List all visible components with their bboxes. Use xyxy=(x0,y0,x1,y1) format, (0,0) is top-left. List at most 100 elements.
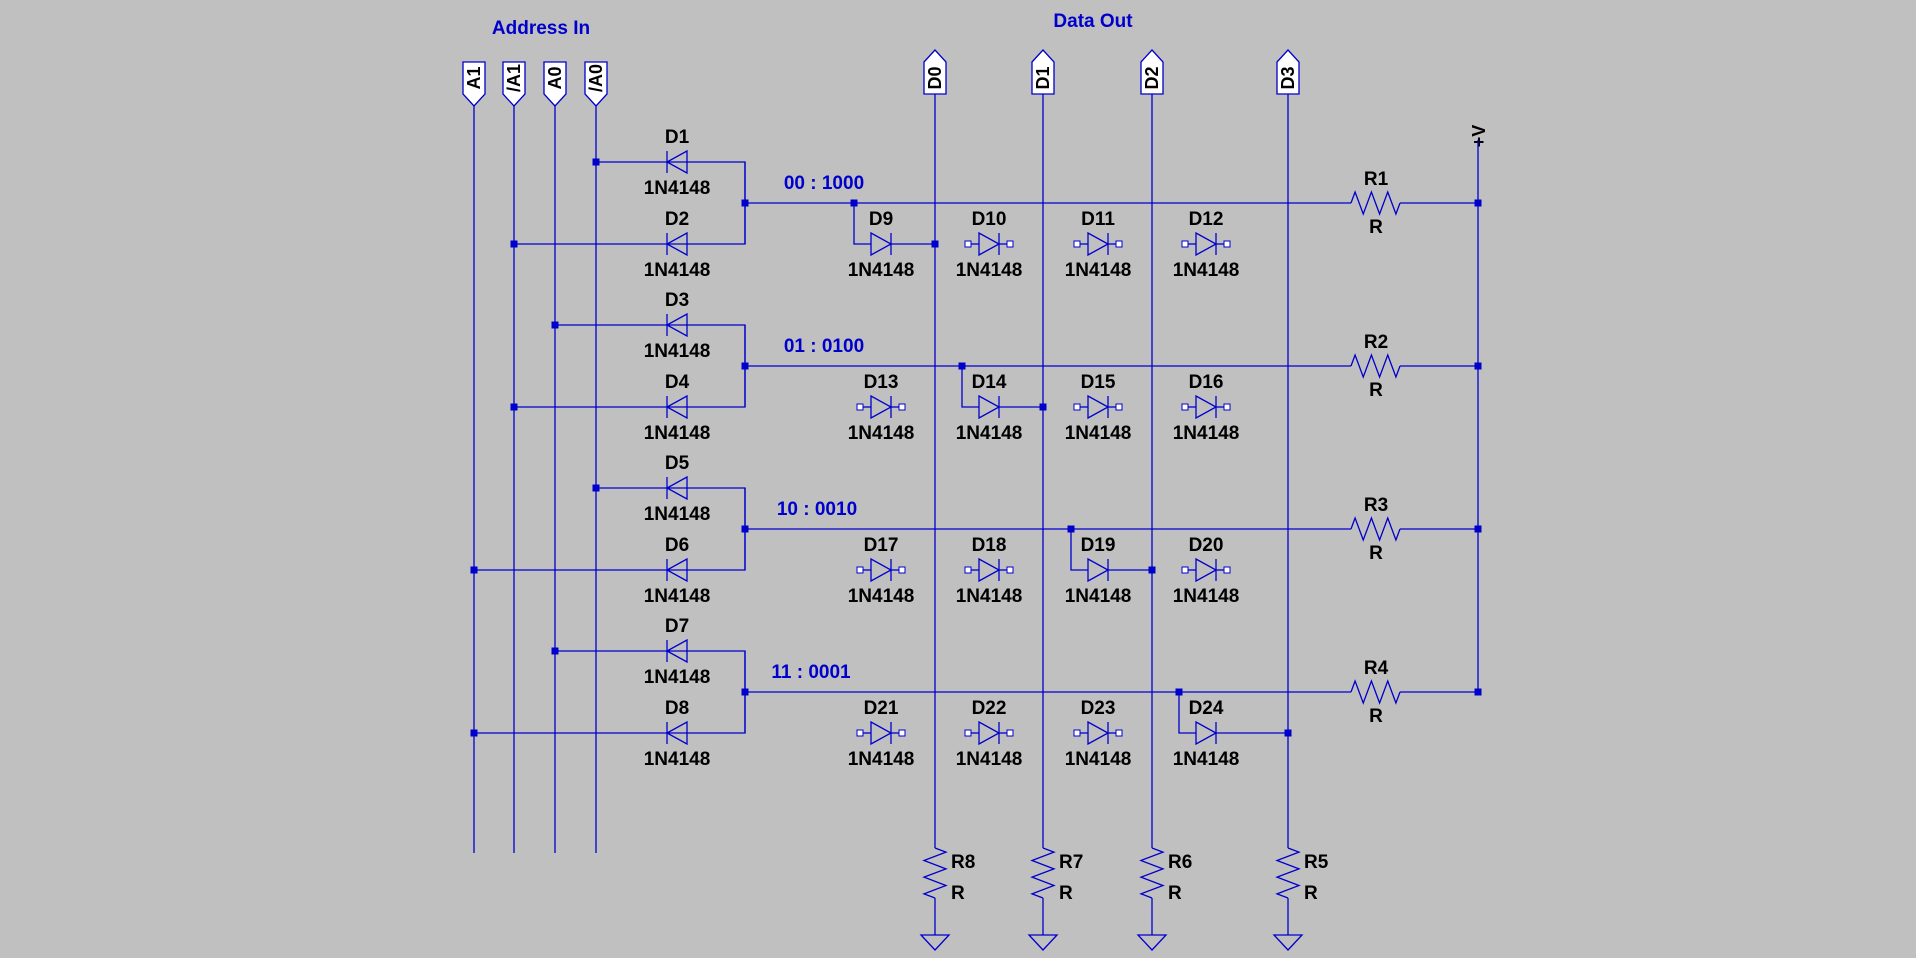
diode-designator: D2 xyxy=(665,209,689,230)
resistor-zigzag xyxy=(1275,847,1301,899)
junction-dot xyxy=(850,199,858,207)
ground-icon xyxy=(919,934,951,951)
open-pin xyxy=(1115,403,1123,411)
wire xyxy=(514,203,746,245)
open-pin xyxy=(1006,729,1014,737)
pulldown-2: R6R xyxy=(1136,847,1192,951)
address-port-1: /A1 xyxy=(502,61,526,107)
pulldown-0: R8R xyxy=(919,847,975,951)
wire xyxy=(474,529,746,571)
port-flag xyxy=(1276,49,1300,95)
resistor-value: R xyxy=(1369,217,1383,238)
resistor-value: R xyxy=(1369,706,1383,727)
diode-value: 1N4148 xyxy=(848,423,915,444)
open-pin xyxy=(856,729,864,737)
diode-symbol xyxy=(665,557,688,583)
resistor-zigzag xyxy=(1350,679,1401,705)
resistor-zigzag xyxy=(1350,353,1401,379)
data-port-label: D3 xyxy=(1278,66,1298,89)
resistor-zigzag xyxy=(922,847,948,899)
diode-value: 1N4148 xyxy=(848,749,915,770)
row-net-label: 01 : 0100 xyxy=(784,336,864,357)
junction-dot xyxy=(470,566,478,574)
row-net-label: 10 : 0010 xyxy=(777,499,857,520)
open-pin xyxy=(1223,566,1231,574)
diode-designator: D17 xyxy=(864,535,899,556)
junction-dot xyxy=(1039,403,1047,411)
open-pin xyxy=(1181,566,1189,574)
diode-value: 1N4148 xyxy=(644,667,711,688)
resistor-value: R xyxy=(1369,543,1383,564)
open-pin xyxy=(1073,403,1081,411)
open-pin xyxy=(898,729,906,737)
diode-symbol xyxy=(1195,557,1218,583)
resistor-value: R xyxy=(1059,883,1073,904)
diode-symbol xyxy=(665,720,688,746)
diode-symbol xyxy=(1087,231,1110,257)
diode-symbol xyxy=(870,394,893,420)
diode-value: 1N4148 xyxy=(848,586,915,607)
junction-dot xyxy=(510,403,518,411)
diode-symbol xyxy=(665,394,688,420)
diode-designator: D11 xyxy=(1081,209,1115,230)
diode-designator: D8 xyxy=(665,698,689,719)
port-flag xyxy=(584,61,608,107)
row-net-label: 00 : 1000 xyxy=(784,173,864,194)
diode-symbol xyxy=(665,638,688,664)
diode-symbol xyxy=(870,720,893,746)
diode-value: 1N4148 xyxy=(644,341,711,362)
junction-dot xyxy=(1148,566,1156,574)
junction-dot xyxy=(1474,525,1482,533)
resistor-designator: R8 xyxy=(951,852,975,873)
port-flag xyxy=(1140,49,1164,95)
diode-symbol xyxy=(1087,394,1110,420)
diode-designator: D9 xyxy=(869,209,893,230)
resistor-zigzag xyxy=(1030,847,1056,899)
data-port-label: D0 xyxy=(925,66,945,89)
open-pin xyxy=(898,566,906,574)
wires xyxy=(473,94,1479,853)
address-port-label: A1 xyxy=(464,66,484,89)
junction-dot xyxy=(1175,688,1183,696)
junction-dot xyxy=(470,729,478,737)
diode-designator: D1 xyxy=(665,127,690,148)
pulldown-1: R7R xyxy=(1027,847,1083,951)
diode-value: 1N4148 xyxy=(1065,260,1132,281)
diode-designator: D15 xyxy=(1081,372,1116,393)
diode-designator: D16 xyxy=(1189,372,1224,393)
diode-designator: D5 xyxy=(665,453,690,474)
open-pin xyxy=(898,403,906,411)
diode-value: 1N4148 xyxy=(956,749,1023,770)
data-port-1: D1 xyxy=(1031,49,1055,95)
wire xyxy=(961,366,979,408)
diode-value: 1N4148 xyxy=(644,586,711,607)
open-pin xyxy=(1181,240,1189,248)
pulldown-3: R5R xyxy=(1272,847,1329,951)
diode-symbol xyxy=(1195,720,1218,746)
junction-dot xyxy=(551,321,559,329)
diode-value: 1N4148 xyxy=(956,586,1023,607)
diode-value: 1N4148 xyxy=(644,423,711,444)
resistor-designator: R3 xyxy=(1364,495,1388,516)
diode-symbol xyxy=(978,231,1001,257)
diode-symbol xyxy=(870,231,893,257)
diode-value: 1N4148 xyxy=(1173,749,1240,770)
supply-label: +V xyxy=(1469,125,1489,148)
diode-value: 1N4148 xyxy=(1065,423,1132,444)
wire xyxy=(474,692,746,734)
data-out-title: Data Out xyxy=(1053,11,1133,32)
row-net-label: 11 : 0001 xyxy=(771,662,851,683)
open-pin xyxy=(1223,240,1231,248)
open-pin xyxy=(1006,566,1014,574)
diode-designator: D20 xyxy=(1189,535,1224,556)
resistor-designator: R4 xyxy=(1364,658,1389,679)
resistor-value: R xyxy=(1168,883,1182,904)
open-pin xyxy=(1181,403,1189,411)
port-flag xyxy=(923,49,947,95)
address-port-3: /A0 xyxy=(584,61,608,107)
diode-symbol xyxy=(1195,394,1218,420)
junction-dot xyxy=(1284,729,1292,737)
